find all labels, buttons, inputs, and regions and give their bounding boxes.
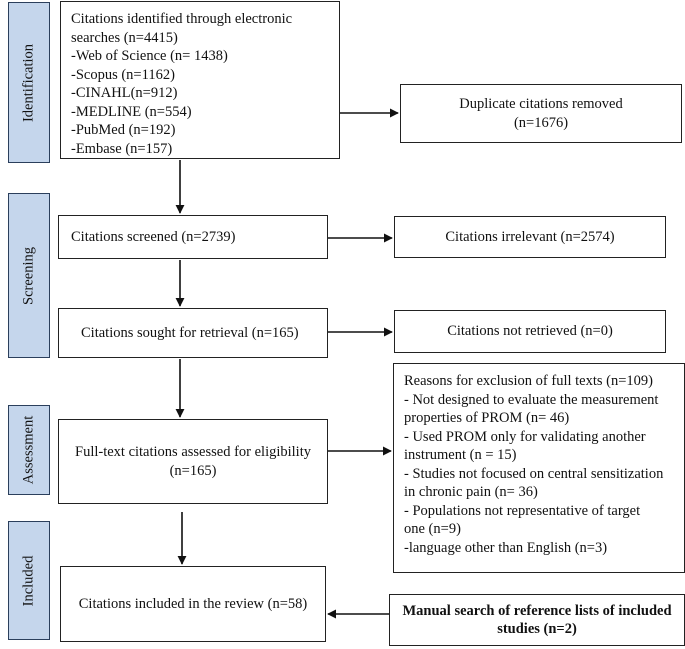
- fulltext-count: (n=165): [169, 462, 217, 479]
- citations-irrelevant-box: Citations irrelevant (n=2574): [394, 216, 666, 258]
- sought-for-retrieval-box: Citations sought for retrieval (n=165): [58, 308, 328, 358]
- duplicates-line: Duplicate citations removed: [459, 96, 623, 112]
- phase-identification: Identification: [8, 2, 50, 163]
- identified-line: -Scopus (n=1162): [71, 66, 175, 83]
- not-retrieved-text: Citations not retrieved (n=0): [447, 323, 613, 340]
- identified-line: -MEDLINE (n=554): [71, 103, 192, 120]
- screened-text: Citations screened (n=2739): [71, 228, 236, 245]
- identified-line: -PubMed (n=192): [71, 122, 176, 138]
- duplicates-count: (n=1676): [513, 114, 569, 131]
- manual-search-box: Manual search of reference lists of incl…: [389, 594, 685, 646]
- identified-line: -Web of Science (n= 1438): [71, 48, 228, 64]
- exclusion-line: - Populations not representative of targ…: [404, 502, 641, 519]
- exclusion-line: Reasons for exclusion of full texts (n=1…: [404, 373, 653, 389]
- fulltext-assessed-box: Full-text citations assessed for eligibi…: [58, 419, 328, 504]
- not-retrieved-box: Citations not retrieved (n=0): [394, 310, 666, 353]
- phase-included: Included: [8, 521, 50, 640]
- phase-screening: Screening: [8, 193, 50, 358]
- included-text: Citations included in the review (n=58): [78, 595, 308, 612]
- exclusion-line: one (n=9): [404, 521, 461, 537]
- citations-screened-box: Citations screened (n=2739): [58, 215, 328, 259]
- exclusion-line: properties of PROM (n= 46): [404, 410, 570, 426]
- identified-line: -CINAHL(n=912): [71, 85, 178, 101]
- identified-line: searches (n=4415): [71, 29, 178, 46]
- retrieval-text: Citations sought for retrieval (n=165): [81, 324, 299, 341]
- exclusion-reasons-box: Reasons for exclusion of full texts (n=1…: [393, 363, 685, 573]
- duplicates-removed-box: Duplicate citations removed (n=1676): [400, 84, 682, 143]
- exclusion-line: -language other than English (n=3): [404, 539, 608, 556]
- fulltext-line: Full-text citations assessed for eligibi…: [75, 444, 311, 460]
- exclusion-line: - Not designed to evaluate the measureme…: [404, 391, 659, 408]
- exclusion-line: in chronic pain (n= 36): [404, 484, 538, 500]
- exclusion-line: instrument (n = 15): [404, 447, 517, 463]
- exclusion-line: - Studies not focused on central sensiti…: [404, 465, 664, 482]
- citations-included-box: Citations included in the review (n=58): [60, 566, 326, 642]
- manual-line: Manual search of reference lists of incl…: [402, 602, 672, 619]
- identified-line: -Embase (n=157): [71, 140, 173, 157]
- identified-line: Citations identified through electronic: [71, 11, 293, 27]
- exclusion-line: - Used PROM only for validating another: [404, 428, 646, 445]
- manual-count: studies (n=2): [497, 621, 577, 637]
- irrelevant-text: Citations irrelevant (n=2574): [445, 228, 615, 245]
- phase-assessment: Assessment: [8, 405, 50, 495]
- identified-citations-box: Citations identified through electronic …: [60, 1, 340, 159]
